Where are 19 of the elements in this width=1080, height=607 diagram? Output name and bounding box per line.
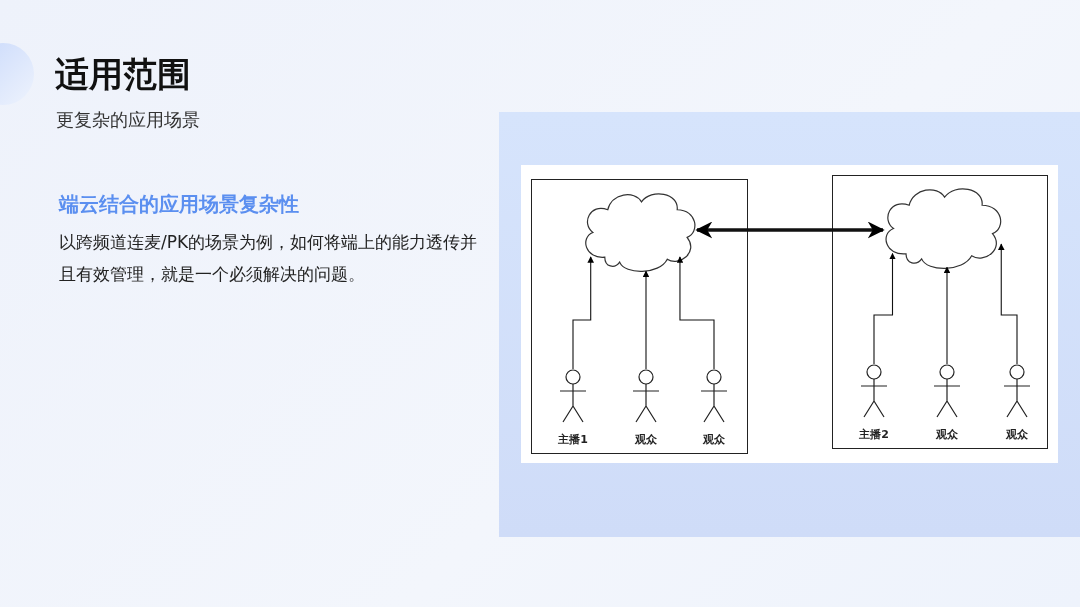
person-label: 观众 bbox=[634, 433, 658, 447]
person-label: 主播2 bbox=[858, 428, 890, 442]
section-heading: 端云结合的应用场景复杂性 bbox=[59, 191, 299, 218]
title: 适用范围 bbox=[55, 53, 191, 96]
arrow bbox=[676, 256, 715, 370]
person-label: 观众 bbox=[1005, 428, 1029, 442]
person-label: 观众 bbox=[702, 433, 726, 447]
container-box bbox=[531, 179, 748, 454]
person-label: 观众 bbox=[935, 428, 959, 442]
arrow bbox=[873, 252, 896, 365]
arrow bbox=[997, 243, 1018, 365]
container-box bbox=[832, 175, 1048, 449]
subtitle: 更复杂的应用场景 bbox=[56, 108, 200, 132]
arrow bbox=[943, 266, 951, 365]
double-arrow bbox=[695, 221, 885, 239]
arrow bbox=[572, 256, 594, 370]
arrow bbox=[642, 270, 650, 370]
person-label: 主播1 bbox=[557, 433, 589, 447]
paragraph: 以跨频道连麦/PK的场景为例，如何将端上的能力透传并且有效管理，就是一个必须解决的问题。 bbox=[59, 231, 479, 286]
